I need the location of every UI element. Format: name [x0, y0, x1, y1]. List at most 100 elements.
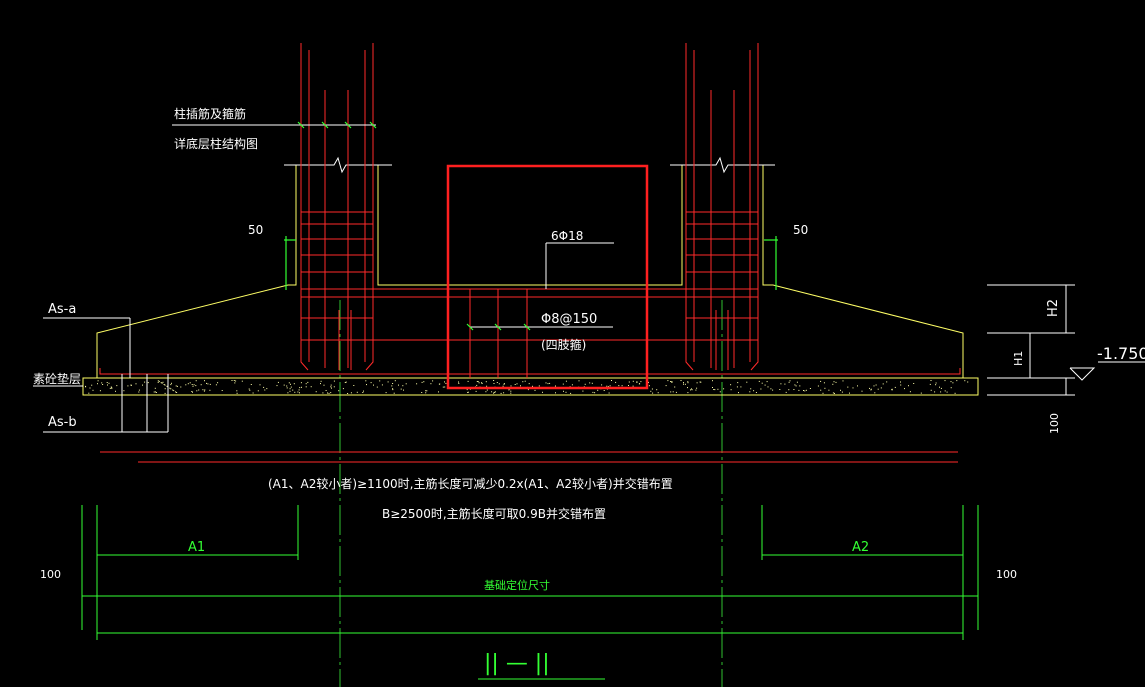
cushion-speck	[648, 385, 650, 387]
cushion-speck	[110, 386, 112, 388]
cushion-speck	[392, 383, 394, 384]
h2-label: H2	[1046, 299, 1061, 317]
cushion-speck	[502, 385, 504, 387]
cushion-speck	[805, 389, 807, 391]
cushion-speck	[209, 389, 211, 391]
cushion-speck	[824, 387, 826, 389]
cushion-speck	[235, 380, 237, 382]
cushion-speck	[236, 392, 238, 394]
cushion-speck	[493, 383, 495, 384]
cushion-speck	[795, 385, 797, 387]
cushion-speck	[290, 386, 292, 388]
elevation-label: -1.750	[1097, 344, 1145, 363]
cushion-speck	[405, 383, 407, 385]
cushion-speck	[196, 390, 198, 392]
cushion-speck	[571, 384, 573, 386]
cushion-speck	[691, 388, 692, 390]
cushion-speck	[202, 389, 204, 391]
cushion-speck	[320, 380, 322, 382]
cushion-speck	[822, 392, 824, 394]
pad-left-label: 100	[40, 568, 61, 581]
cushion-speck	[749, 391, 751, 393]
cushion-speck	[908, 385, 909, 387]
cushion-speck	[592, 391, 594, 393]
cushion-speck	[153, 391, 155, 393]
cushion-speck	[481, 382, 483, 384]
cushion-speck	[88, 392, 90, 394]
cushion-speck	[416, 383, 418, 385]
cushion-speck	[656, 389, 658, 391]
cushion-speck	[392, 388, 394, 390]
cushion-speck	[458, 382, 460, 384]
cushion-speck	[508, 389, 510, 391]
cushion-speck	[503, 383, 505, 385]
cushion-speck	[510, 385, 512, 387]
cushion-speck	[191, 384, 193, 385]
cushion-speck	[636, 381, 638, 383]
cushion-speck	[442, 386, 444, 388]
cushion-speck	[176, 385, 178, 387]
cushion-speck	[131, 384, 132, 386]
cushion-speck	[277, 381, 279, 383]
offset-right-label: 50	[793, 223, 808, 237]
cushion-speck	[780, 383, 782, 385]
cushion-speck	[307, 381, 309, 383]
cushion-speck	[398, 384, 399, 386]
cushion-speck	[524, 380, 526, 382]
cushion-speck	[940, 387, 942, 389]
cushion-speck	[158, 380, 160, 382]
cushion-speck	[520, 385, 521, 387]
cushion-speck	[594, 392, 596, 394]
cushion-speck	[249, 389, 251, 391]
cushion-speck	[873, 385, 875, 387]
cushion-speck	[356, 391, 358, 393]
cushion-speck	[97, 383, 98, 385]
cushion-speck	[956, 380, 958, 382]
cushion-speck	[400, 388, 402, 390]
cushion-speck	[138, 389, 140, 391]
cushion-speck	[439, 383, 441, 385]
cushion-speck	[940, 391, 942, 393]
cushion-speck	[875, 384, 877, 386]
cushion-speck	[170, 388, 172, 390]
cushion-speck	[952, 382, 954, 384]
cushion-speck	[621, 385, 623, 387]
cushion-speck	[597, 389, 599, 391]
cushion-speck	[793, 389, 795, 390]
cushion-speck	[259, 384, 261, 386]
cushion-speck	[684, 383, 686, 385]
cushion-speck	[528, 383, 530, 385]
cushion-speck	[929, 383, 931, 385]
cushion-speck	[493, 380, 495, 381]
cushion-speck	[904, 388, 905, 390]
cushion-speck	[713, 389, 715, 390]
cushion-speck	[606, 385, 608, 387]
cushion-speck	[750, 388, 752, 390]
cushion-speck	[834, 392, 835, 394]
tick-marks	[284, 121, 778, 331]
cushion-speck	[315, 391, 317, 393]
cushion-speck	[894, 386, 896, 388]
cushion-speck	[195, 385, 197, 387]
cushion-speck	[127, 385, 129, 387]
cushion-speck	[690, 389, 691, 391]
cushion-speck	[330, 384, 332, 386]
cushion-speck	[373, 384, 374, 386]
cushion-speck	[192, 385, 194, 387]
cushion-speck	[175, 391, 177, 393]
cushion-speck	[154, 391, 156, 393]
cushion-speck	[292, 389, 294, 391]
cushion-speck	[301, 386, 302, 388]
cushion-speck	[342, 388, 344, 390]
cushion-thickness-label: 100	[1048, 413, 1061, 434]
cushion-speck	[345, 381, 347, 383]
cushion-speck	[330, 392, 332, 394]
cushion-speck	[204, 380, 205, 382]
cushion-speck	[650, 390, 652, 392]
base-size-label: 基础定位尺寸	[484, 578, 550, 592]
cushion-speck	[532, 385, 533, 387]
highlight-box[interactable]	[446, 164, 649, 390]
cushion-speck	[241, 380, 243, 382]
